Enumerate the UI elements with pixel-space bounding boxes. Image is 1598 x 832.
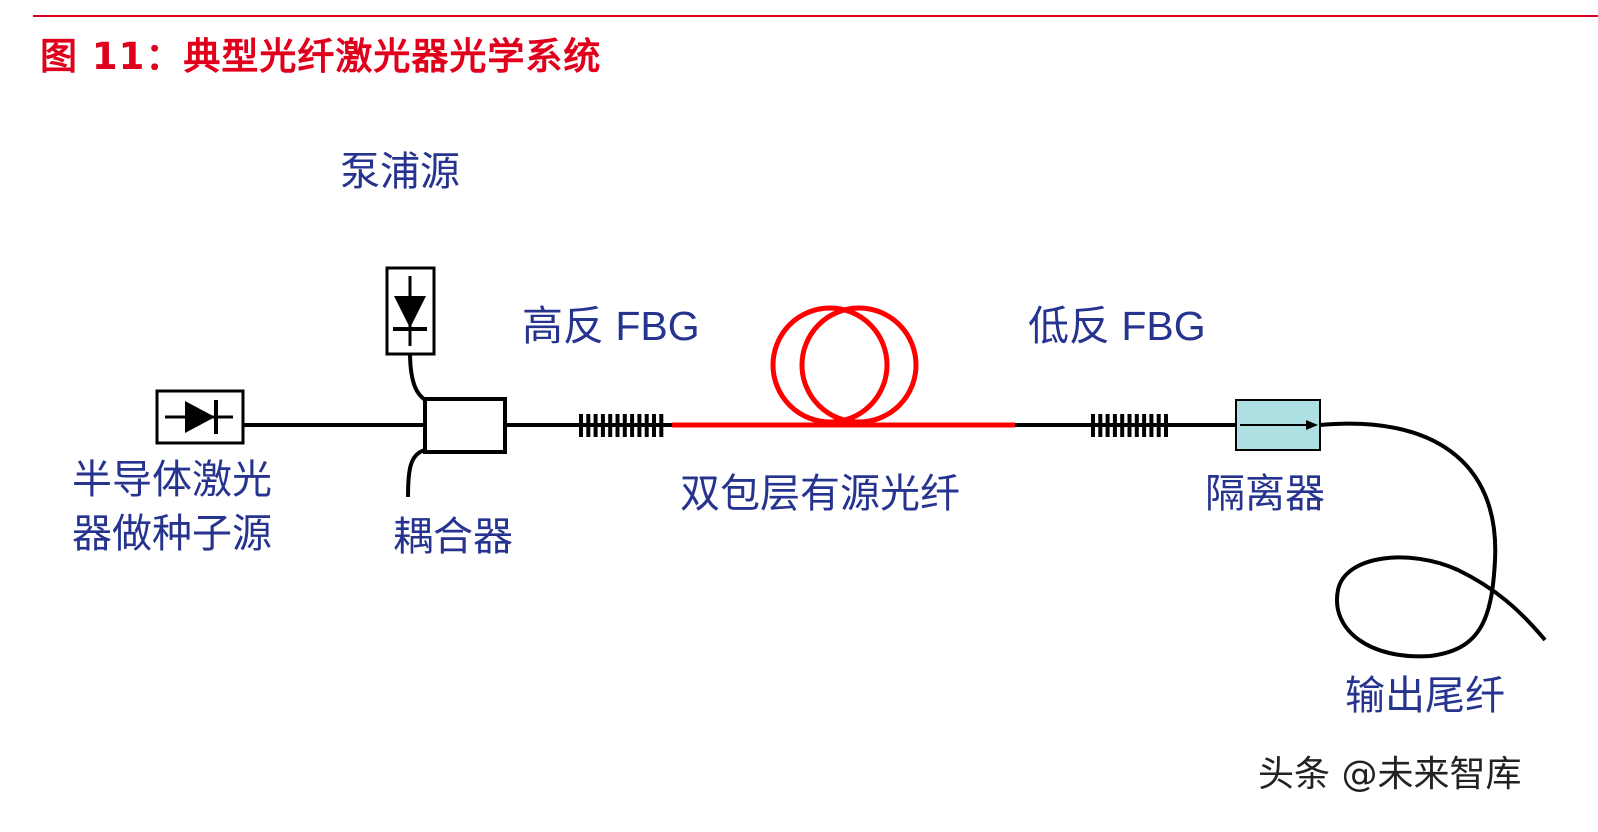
output-pigtail (1319, 421, 1547, 659)
title-rule (33, 15, 1598, 17)
pump-source-label: 泵浦源 (340, 149, 460, 195)
active-fiber-coil-2 (799, 305, 919, 425)
isolator-label: 隔离器 (1205, 471, 1325, 517)
seed-laser-label-line1: 半导体激光 (72, 457, 272, 503)
coupler-label: 耦合器 (393, 514, 513, 560)
figure-title: 图 11：典型光纤激光器光学系统 (40, 35, 602, 78)
lr-fbg-grating (1091, 414, 1168, 437)
active-fiber-coil-1 (770, 305, 890, 425)
hr-fbg-label: 高反 FBG (522, 303, 700, 349)
watermark: 头条 @未来智库 (1258, 754, 1522, 795)
pump-fiber (408, 351, 427, 402)
seed-laser-label-line2: 器做种子源 (72, 511, 272, 557)
pump-diode-icon (394, 296, 426, 328)
lr-fbg-label: 低反 FBG (1028, 303, 1206, 349)
coupler-box (423, 397, 507, 454)
coupler-unused-port (406, 448, 426, 498)
active-fiber-label: 双包层有源光纤 (680, 471, 960, 517)
output-fiber-label: 输出尾纤 (1345, 673, 1505, 719)
hr-fbg-grating (579, 414, 664, 437)
seed-diode-icon (185, 401, 215, 433)
